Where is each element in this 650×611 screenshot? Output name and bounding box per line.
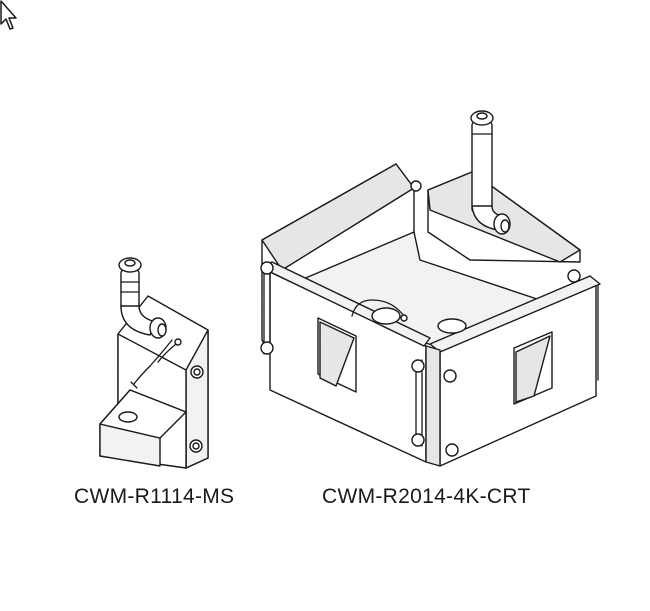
large-housing-drawing	[260, 110, 601, 467]
mouse-pointer-icon	[0, 0, 17, 30]
small-housing-drawing	[99, 257, 209, 469]
model-label-small: CWM-R1114-MS	[74, 485, 235, 508]
model-label-large: CWM-R2014-4K-CRT	[322, 485, 531, 508]
